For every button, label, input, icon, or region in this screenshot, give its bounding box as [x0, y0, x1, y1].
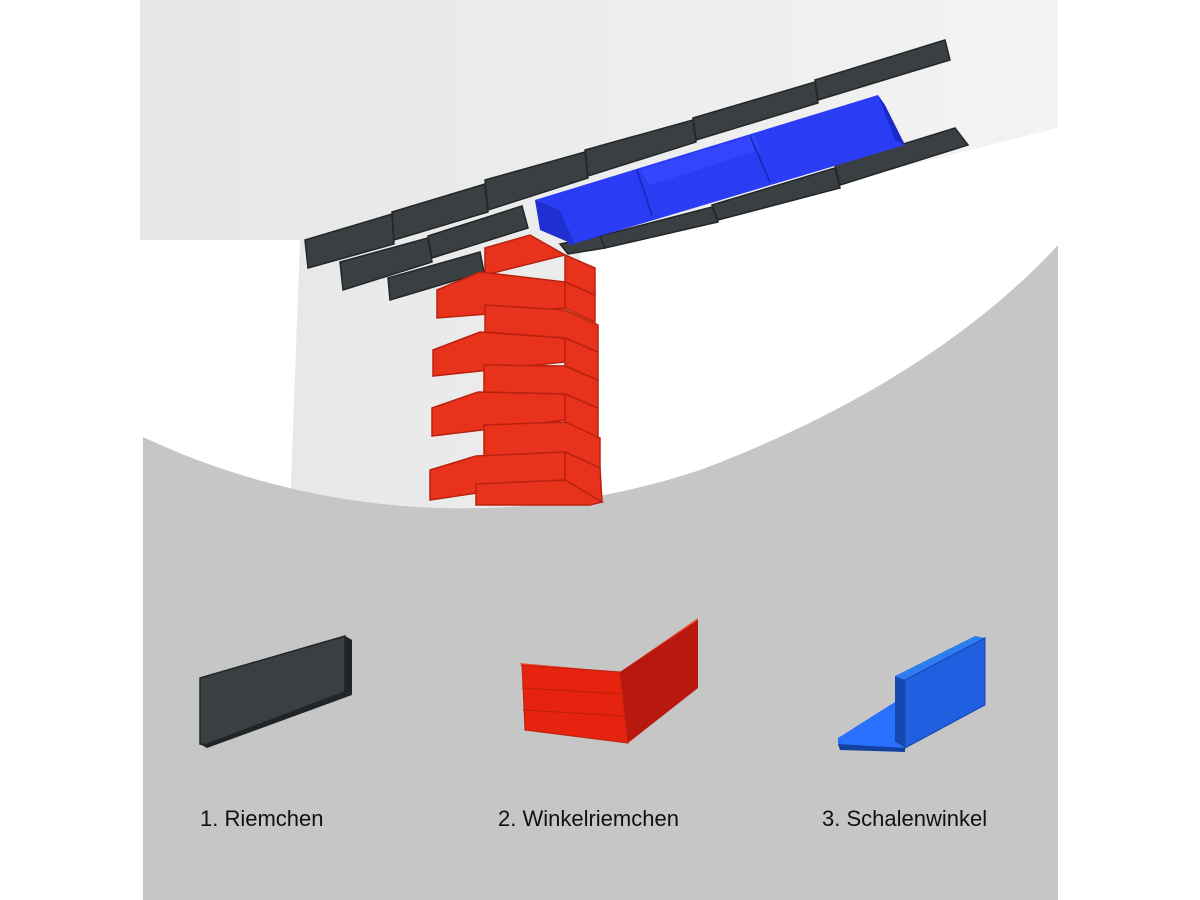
- label-riemchen: 1. Riemchen: [200, 806, 324, 831]
- gray-background-curve: [143, 245, 1058, 900]
- winkelriemchen-swatch: [520, 618, 698, 744]
- winkelriemchen-column: [429, 234, 604, 506]
- schalenwinkel-lintel: [535, 95, 905, 245]
- label-schalenwinkel: 3. Schalenwinkel: [822, 806, 988, 831]
- label-winkelriemchen: 2. Winkelriemchen: [498, 806, 679, 831]
- riemchen-lintel-row: [304, 39, 970, 301]
- schalenwinkel-swatch: [838, 636, 986, 752]
- riemchen-swatch: [199, 635, 352, 748]
